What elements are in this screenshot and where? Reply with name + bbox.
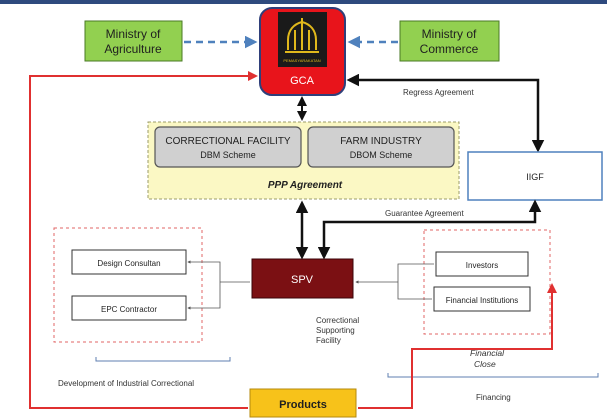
- financing-group-border: [423, 229, 551, 335]
- ppp-agreement-label: PPP Agreement: [268, 180, 343, 191]
- ppp-agreement-box: CORRECTIONAL FACILITY DBM Scheme FARM IN…: [147, 121, 460, 200]
- emblem-icon: [285, 18, 319, 53]
- ministry-of-agriculture-node: Ministry of Agriculture: [84, 20, 183, 62]
- top-bar: [0, 0, 607, 4]
- ministry-agriculture-line1: Ministry of: [106, 27, 161, 41]
- design-consultant-label: Design Consultan: [97, 259, 160, 268]
- correctional-facility-line2: DBM Scheme: [200, 150, 256, 160]
- connector-from-investors: [397, 263, 434, 282]
- ministry-of-commerce-node: Ministry of Commerce: [399, 20, 500, 62]
- financial-close-line1: Financial: [470, 348, 505, 358]
- iigf-node: IIGF: [467, 151, 603, 201]
- ministry-agriculture-line2: Agriculture: [104, 42, 162, 56]
- regress-agreement-label: Regress Agreement: [403, 88, 474, 97]
- products-to-gca-line: [29, 71, 258, 409]
- connector-from-financial: [397, 282, 432, 300]
- products-to-financing-line: [358, 283, 557, 409]
- development-group-border: [53, 227, 203, 343]
- spv-label: SPV: [291, 274, 314, 286]
- guarantee-agreement-label: Guarantee Agreement: [385, 209, 464, 218]
- products-node: Products: [249, 388, 357, 418]
- epc-contractor-label: EPC Contractor: [101, 305, 157, 314]
- farm-industry-line2: DBOM Scheme: [350, 150, 413, 160]
- gca-label: GCA: [290, 75, 315, 87]
- financing-label: Financing: [476, 393, 511, 402]
- financial-institutions-label: Financial Institutions: [446, 296, 518, 305]
- financial-close-line2: Close: [474, 359, 496, 369]
- correctional-supporting-line2: Supporting: [316, 326, 355, 335]
- connector-to-design: [187, 260, 221, 282]
- correctional-facility-node: [154, 126, 302, 168]
- connector-to-epc: [187, 282, 221, 310]
- products-label: Products: [279, 399, 327, 411]
- correctional-supporting-line3: Facility: [316, 336, 341, 345]
- development-bracket: [95, 357, 231, 362]
- regress-agreement-arrow: [346, 73, 545, 153]
- investors-node: Investors: [435, 251, 529, 277]
- iigf-label: IIGF: [526, 172, 544, 182]
- financing-bracket: [387, 373, 599, 378]
- development-label: Development of Industrial Correctional: [58, 379, 194, 388]
- guarantee-agreement-arrow: [317, 199, 542, 260]
- ministry-commerce-line1: Ministry of: [422, 27, 477, 41]
- financial-institutions-node: Financial Institutions: [433, 286, 531, 312]
- ministry-commerce-line2: Commerce: [420, 42, 479, 56]
- spv-node: SPV: [251, 258, 354, 299]
- correctional-facility-line1: CORRECTIONAL FACILITY: [165, 136, 291, 147]
- epc-contractor-node: EPC Contractor: [71, 295, 187, 321]
- investors-label: Investors: [466, 261, 498, 270]
- gca-emblem-text: PEMASYARAKATAN: [283, 58, 320, 63]
- gca-node: PEMASYARAKATAN GCA: [259, 7, 346, 96]
- farm-industry-node: [307, 126, 455, 168]
- correctional-supporting-line1: Correctional: [316, 316, 359, 325]
- farm-industry-line1: FARM INDUSTRY: [340, 136, 422, 147]
- design-consultant-node: Design Consultan: [71, 249, 187, 275]
